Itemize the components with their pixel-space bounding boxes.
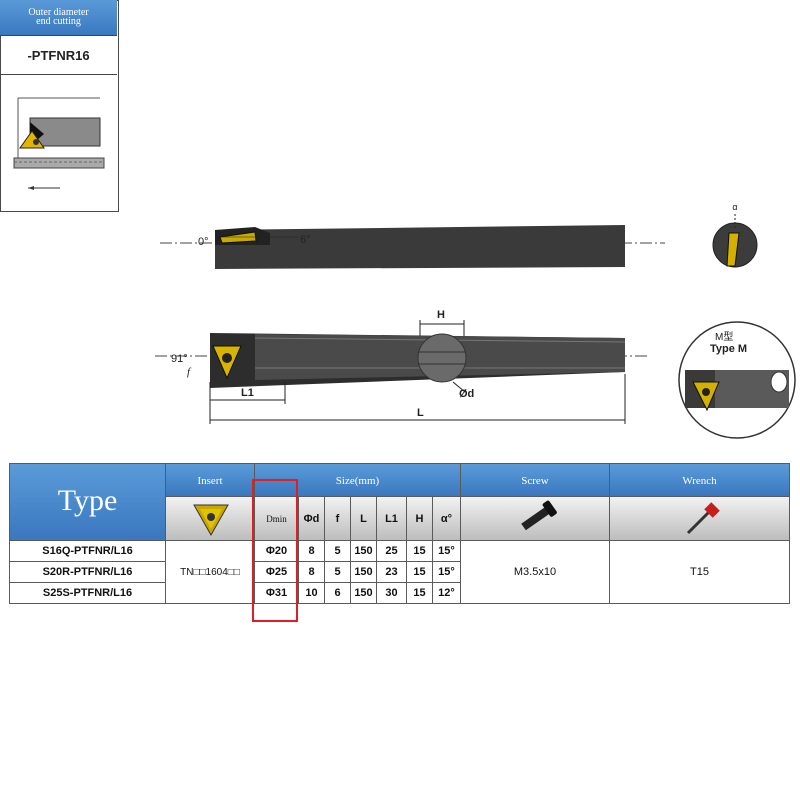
category-code: -PTFNR16 [0, 35, 117, 75]
alpha-value: 15° [433, 541, 461, 562]
wrench-icon [686, 502, 720, 535]
col-h: H [407, 497, 433, 541]
tool-top-view: H Ød 91° f L1 L [155, 309, 650, 424]
d-value: 8 [299, 541, 325, 562]
dmin-value: Φ20 [255, 541, 299, 562]
spec-table: Type Insert Size(mm) Screw Wrench Dmin Φ… [9, 463, 790, 606]
angle-6-label: 6° [300, 234, 311, 246]
insert-header: Insert [166, 463, 255, 497]
l1-dim-label: L1 [241, 387, 254, 399]
tool-side-view: 0° 6° [160, 225, 665, 269]
h-value: 15 [407, 562, 433, 583]
d-value: 8 [299, 562, 325, 583]
alpha-value: 12° [433, 583, 461, 604]
category-header-line1: Outer diameter [28, 7, 89, 18]
l-value: 150 [351, 541, 377, 562]
d-value: 10 [299, 583, 325, 604]
dmin-value: Φ25 [255, 562, 299, 583]
alpha-label: α [732, 202, 737, 212]
f-value: 5 [325, 562, 351, 583]
f-value: 6 [325, 583, 351, 604]
l1-value: 30 [377, 583, 407, 604]
type-m-label: Type M [710, 343, 747, 355]
f-value: 5 [325, 541, 351, 562]
l-value: 150 [351, 583, 377, 604]
category-header: Outer diameter end cutting [0, 0, 117, 35]
wrench-value: T15 [610, 541, 790, 604]
type-m-cn-label: M型 [715, 330, 733, 343]
l1-value: 23 [377, 562, 407, 583]
col-l: L [351, 497, 377, 541]
alpha-value: 15° [433, 562, 461, 583]
screw-image-cell [461, 497, 610, 541]
table-row-type: S20R-PTFNR/L16 [9, 562, 166, 583]
wrench-header: Wrench [610, 463, 790, 497]
h-dim-label: H [437, 309, 445, 321]
insert-image-cell [166, 497, 255, 541]
screw-value: M3.5x10 [461, 541, 610, 604]
angle-91-label: 91° [171, 353, 188, 365]
dmin-highlight-box [252, 479, 298, 622]
table-row-type: S25S-PTFNR/L16 [9, 583, 166, 604]
h-value: 15 [407, 541, 433, 562]
col-f: f [325, 497, 351, 541]
dmin-value: Φ31 [255, 583, 299, 604]
col-dmin: Dmin [255, 497, 299, 541]
category-box: Outer diameter end cutting -PTFNR16 [0, 0, 119, 212]
col-l1: L1 [377, 497, 407, 541]
insert-value: TN□□1604□□ [166, 541, 255, 604]
col-d: Φd [299, 497, 325, 541]
screw-header: Screw [461, 463, 610, 497]
l1-value: 25 [377, 541, 407, 562]
type-header: Type [9, 463, 166, 541]
cutting-illustration [13, 97, 105, 190]
l-value: 150 [351, 562, 377, 583]
od-dim-label: Ød [459, 388, 474, 400]
table-row-type: S16Q-PTFNR/L16 [9, 541, 166, 562]
type-m-detail: M型 Type M [678, 321, 796, 439]
f-dim-label: f [187, 366, 192, 378]
wrench-image-cell [610, 497, 790, 541]
h-value: 15 [407, 583, 433, 604]
category-header-line2: end cutting [36, 16, 81, 27]
cross-section-view: α [712, 202, 758, 268]
angle-0-label: 0° [198, 236, 209, 248]
screw-icon [521, 500, 557, 531]
l-dim-label: L [417, 407, 424, 419]
col-alpha: α° [433, 497, 461, 541]
insert-icon [193, 504, 229, 537]
